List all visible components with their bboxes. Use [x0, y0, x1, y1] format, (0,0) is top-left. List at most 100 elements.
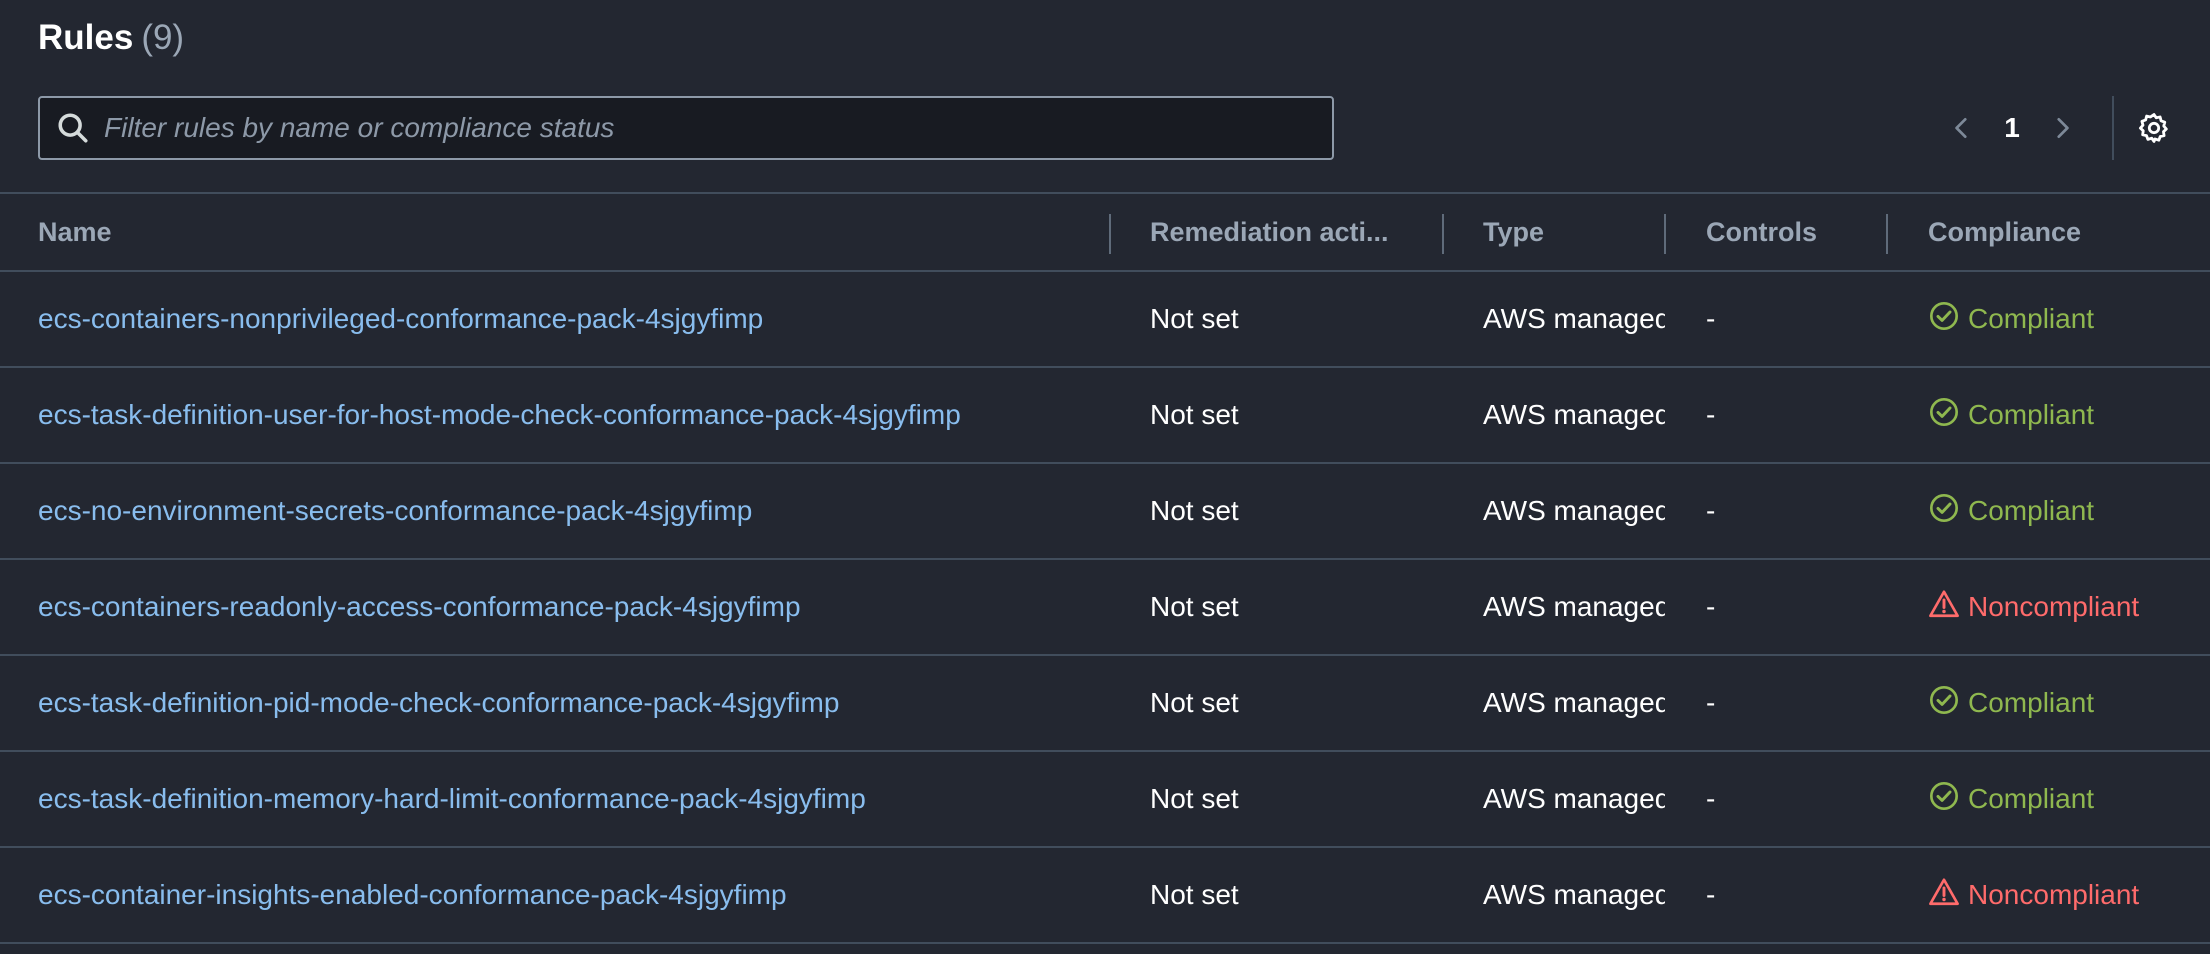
table-row: ecs-task-definition-memory-hard-limit-co… [0, 752, 2210, 848]
preferences-button[interactable] [2134, 108, 2174, 148]
rule-name-cell: ecs-task-definition-pid-mode-check-confo… [38, 656, 1098, 750]
remediation-cell: Not set [1150, 879, 1239, 910]
compliance-cell: Compliant [1928, 272, 2198, 366]
status-icon-slot [1928, 588, 1968, 627]
controls-cell: - [1706, 495, 1716, 526]
controls-cell: - [1706, 399, 1716, 430]
column-resizer[interactable] [1886, 214, 1888, 254]
compliance-label: Compliant [1968, 495, 2095, 526]
table-row: ecs-no-environment-secrets-conformance-p… [0, 464, 2210, 560]
warning-triangle-icon [1929, 589, 1959, 617]
rule-name-link[interactable]: ecs-task-definition-memory-hard-limit-co… [38, 783, 866, 814]
type-cell: AWS managed [1483, 687, 1665, 718]
table-row: ecs-task-definition-user-for-host-mode-c… [0, 368, 2210, 464]
remediation-cell: Not set [1150, 399, 1239, 430]
status-icon-slot [1928, 876, 1968, 915]
table-row: ecs-task-definition-pid-mode-check-confo… [0, 656, 2210, 752]
compliance-label: Noncompliant [1968, 879, 2140, 910]
controls-cell: - [1706, 591, 1716, 622]
compliance-label: Noncompliant [1968, 591, 2140, 622]
column-resizer[interactable] [1442, 214, 1444, 254]
status-icon-slot [1928, 492, 1968, 531]
rule-name-cell: ecs-task-definition-memory-hard-limit-co… [38, 752, 1098, 846]
filter-box[interactable] [38, 96, 1334, 160]
table-row: ecs-containers-readonly-access-conforman… [0, 560, 2210, 656]
column-header-type[interactable]: Type [1483, 216, 1545, 247]
rule-name-cell: ecs-container-insights-enabled-conforman… [38, 848, 1098, 942]
pagination: 1 [1940, 96, 2084, 160]
remediation-cell: Not set [1150, 495, 1239, 526]
rules-table: Name Remediation acti... Type Controls C… [0, 192, 2210, 944]
controls-cell: - [1706, 687, 1716, 718]
controls-cell: - [1706, 879, 1716, 910]
check-circle-icon [1930, 301, 1958, 330]
compliance-status: Noncompliant [1928, 876, 2139, 915]
check-circle-icon [1930, 685, 1958, 714]
compliance-status: Compliant [1928, 396, 2094, 435]
compliance-label: Compliant [1968, 783, 2095, 814]
chevron-left-icon [1955, 117, 1967, 139]
table-row: ecs-containers-nonprivileged-conformance… [0, 272, 2210, 368]
type-cell: AWS managed [1483, 783, 1665, 814]
rule-name-link[interactable]: ecs-task-definition-pid-mode-check-confo… [38, 687, 840, 718]
column-header-controls[interactable]: Controls [1706, 216, 1817, 247]
check-circle-icon [1930, 493, 1958, 522]
rule-count: (9) [141, 18, 185, 57]
rules-header: Rules(9) 1 [0, 0, 2210, 192]
toolbar-divider [2112, 96, 2114, 160]
rule-name-link[interactable]: ecs-task-definition-user-for-host-mode-c… [38, 399, 961, 430]
search-icon [58, 113, 88, 143]
page-number-button[interactable]: 1 [2004, 112, 2020, 143]
compliance-cell: Compliant [1928, 464, 2198, 558]
controls-cell: - [1706, 303, 1716, 334]
table-header-row: Name Remediation acti... Type Controls C… [0, 194, 2210, 272]
status-icon-slot [1928, 684, 1968, 723]
compliance-label: Compliant [1968, 399, 2095, 430]
status-icon-slot [1928, 300, 1968, 339]
page-title: Rules(9) [38, 16, 184, 60]
compliance-status: Compliant [1928, 684, 2094, 723]
previous-page-button[interactable] [1940, 106, 1984, 150]
type-cell: AWS managed [1483, 399, 1665, 430]
column-header-compliance[interactable]: Compliance [1928, 216, 2082, 247]
compliance-label: Compliant [1968, 303, 2095, 334]
rule-name-cell: ecs-containers-readonly-access-conforman… [38, 560, 1098, 654]
status-icon-slot [1928, 396, 1968, 435]
gear-icon [2138, 113, 2168, 143]
table-body: ecs-containers-nonprivileged-conformance… [0, 272, 2210, 944]
rule-name-link[interactable]: ecs-container-insights-enabled-conforman… [38, 879, 787, 910]
column-header-remediation[interactable]: Remediation acti... [1150, 216, 1389, 247]
compliance-status: Noncompliant [1928, 588, 2139, 627]
filter-input[interactable] [104, 100, 1332, 156]
table-row: ecs-container-insights-enabled-conforman… [0, 848, 2210, 944]
chevron-right-icon [2057, 117, 2069, 139]
rule-name-cell: ecs-task-definition-user-for-host-mode-c… [38, 368, 1098, 462]
compliance-status: Compliant [1928, 492, 2094, 531]
check-circle-icon [1930, 397, 1958, 426]
check-circle-icon [1930, 781, 1958, 810]
remediation-cell: Not set [1150, 303, 1239, 334]
rule-name-link[interactable]: ecs-containers-readonly-access-conforman… [38, 591, 801, 622]
compliance-cell: Compliant [1928, 752, 2198, 846]
column-resizer[interactable] [1664, 214, 1666, 254]
title-text: Rules [38, 18, 134, 57]
column-header-name[interactable]: Name [38, 216, 112, 247]
rule-name-cell: ecs-containers-nonprivileged-conformance… [38, 272, 1098, 366]
type-cell: AWS managed [1483, 303, 1665, 334]
column-resizer[interactable] [1109, 214, 1111, 254]
next-page-button[interactable] [2040, 106, 2084, 150]
type-cell: AWS managed [1483, 495, 1665, 526]
compliance-status: Compliant [1928, 300, 2094, 339]
compliance-cell: Noncompliant [1928, 848, 2198, 942]
status-icon-slot [1928, 780, 1968, 819]
compliance-cell: Noncompliant [1928, 560, 2198, 654]
controls-cell: - [1706, 783, 1716, 814]
rule-name-link[interactable]: ecs-no-environment-secrets-conformance-p… [38, 495, 753, 526]
rule-name-link[interactable]: ecs-containers-nonprivileged-conformance… [38, 303, 764, 334]
compliance-status: Compliant [1928, 780, 2094, 819]
compliance-cell: Compliant [1928, 656, 2198, 750]
remediation-cell: Not set [1150, 591, 1239, 622]
rule-name-cell: ecs-no-environment-secrets-conformance-p… [38, 464, 1098, 558]
compliance-label: Compliant [1968, 687, 2095, 718]
